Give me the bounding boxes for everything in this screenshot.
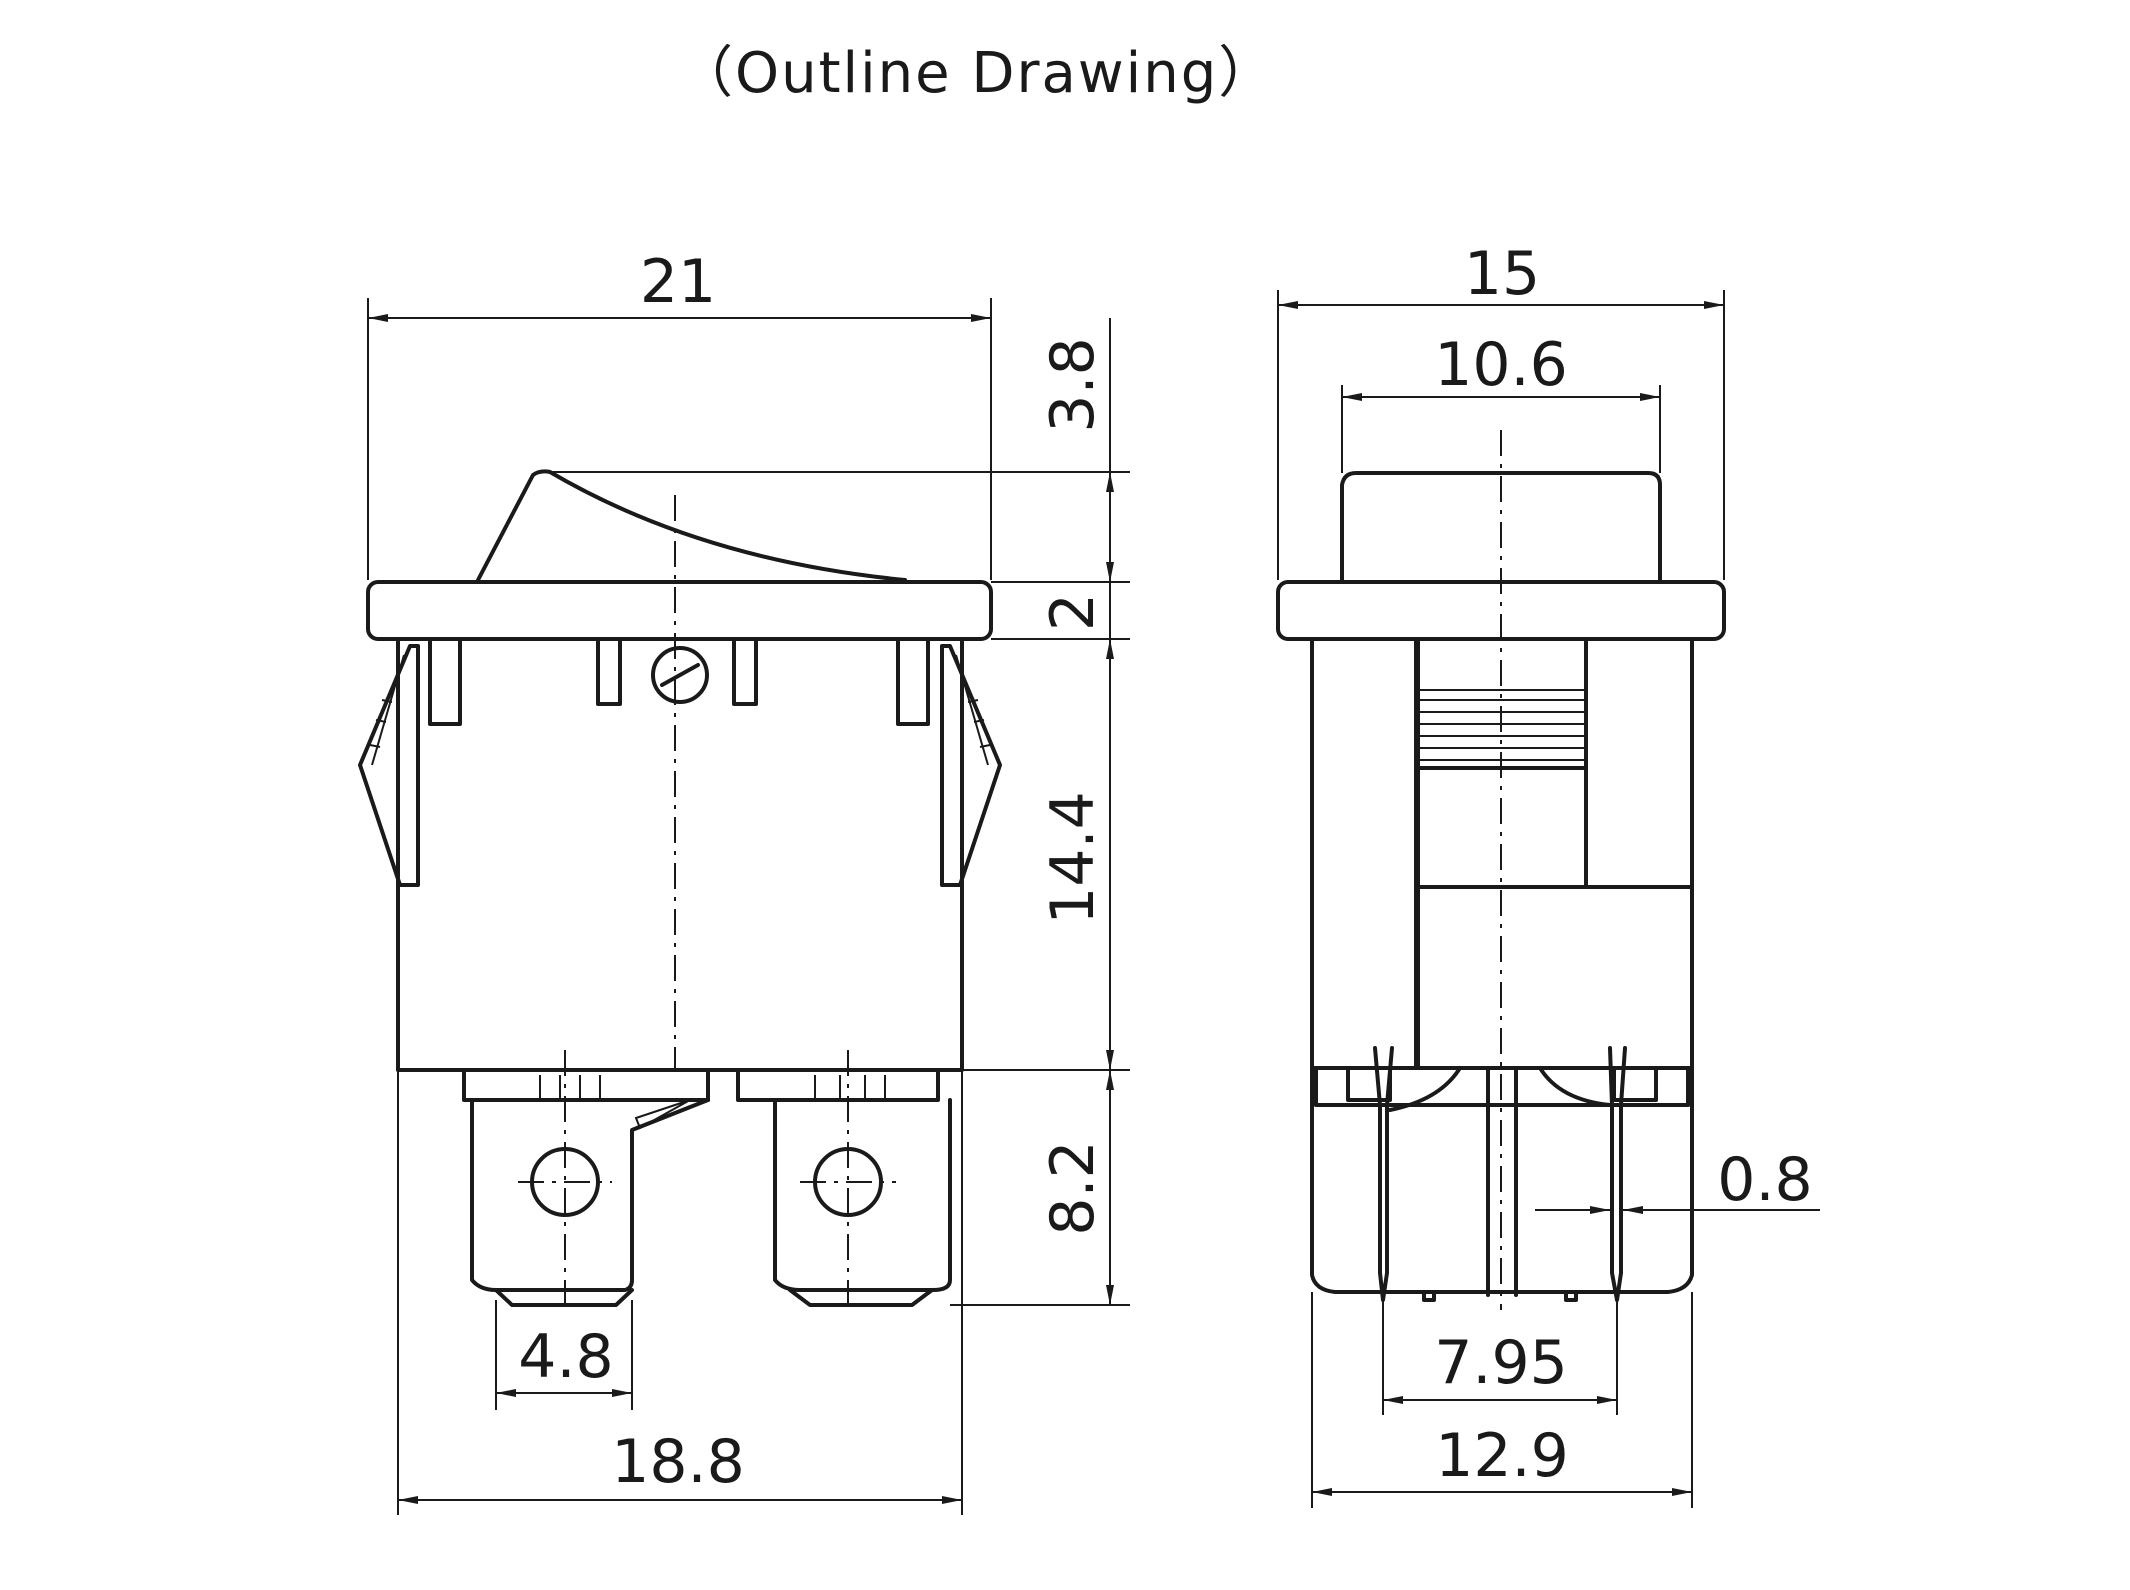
dim-terminal-width: 4.8 — [518, 1322, 613, 1392]
screw-head — [651, 646, 709, 704]
rocker-actuator — [476, 469, 907, 582]
front-tab — [896, 637, 930, 726]
side-rocker-block — [1340, 471, 1662, 584]
side-pin-right — [1538, 1046, 1658, 1302]
dim-flange-width: 15 — [1464, 239, 1540, 309]
side-view: 15 10.6 0.8 7.95 12.9 — [1276, 239, 1820, 1508]
front-flange — [366, 580, 993, 641]
dim-body-width: 18.8 — [611, 1427, 745, 1497]
dim-rocker-width: 10.6 — [1434, 330, 1568, 400]
right-snap-latch — [940, 644, 1002, 887]
front-tab — [732, 637, 758, 706]
dim-pin-spacing: 7.95 — [1434, 1328, 1568, 1398]
front-view: 21 3.8 2 14.4 8.2 4.8 18.8 — [358, 247, 1130, 1515]
dim-terminal-height: 8.2 — [1038, 1140, 1108, 1235]
dim-flange-thickness: 2 — [1038, 593, 1108, 631]
dim-pin-diameter: 0.8 — [1717, 1145, 1812, 1215]
dim-body-height: 14.4 — [1038, 791, 1108, 925]
drawing-title: （Outline Drawing） — [677, 41, 1276, 106]
dim-overall-width: 21 — [640, 247, 716, 317]
dim-rocker-height: 3.8 — [1038, 337, 1108, 432]
left-snap-latch — [358, 644, 420, 887]
front-tab — [596, 637, 622, 706]
dim-side-body-width: 12.9 — [1435, 1421, 1569, 1491]
front-terminal-left — [462, 1050, 710, 1310]
side-pin-left — [1346, 1046, 1462, 1302]
front-tab — [428, 637, 462, 726]
front-terminal-right — [736, 1050, 952, 1310]
front-body — [396, 637, 964, 1072]
